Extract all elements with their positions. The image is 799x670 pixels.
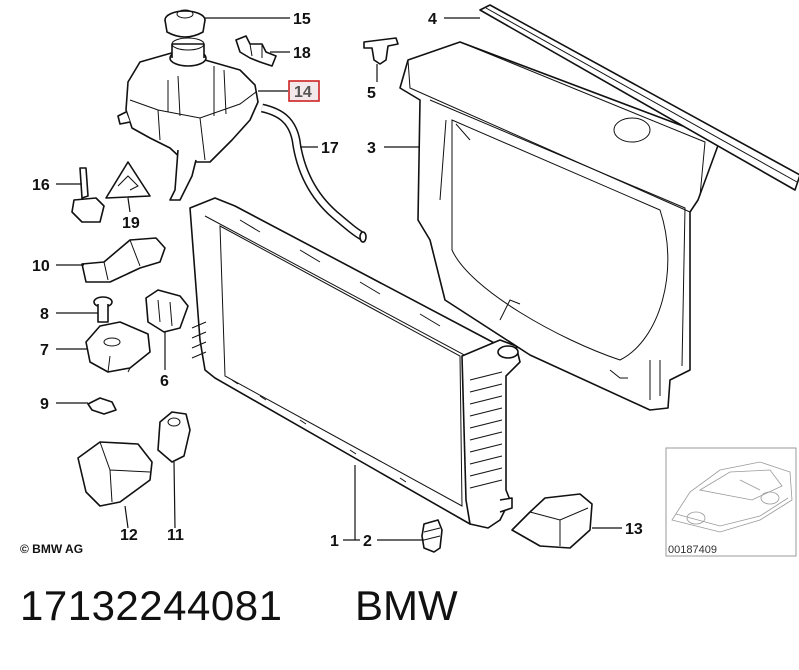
radiator <box>189 197 521 529</box>
clip-18 <box>235 35 277 67</box>
callout-14-highlight <box>288 80 320 102</box>
fan-shroud <box>399 41 721 411</box>
duct-12 <box>77 441 153 507</box>
callout-10[interactable]: 10 <box>32 258 50 275</box>
clip-9 <box>87 397 117 415</box>
push-rivet <box>363 37 399 65</box>
drain-plug <box>421 519 443 553</box>
mount-7 <box>85 321 151 373</box>
inset-car-thumbnail: 00187409 <box>665 447 797 557</box>
callout-19[interactable]: 19 <box>122 215 140 232</box>
hose-17 <box>260 103 367 243</box>
cover-11 <box>157 411 191 463</box>
callout-18[interactable]: 18 <box>293 45 311 62</box>
warning-label <box>105 161 151 199</box>
bracket-10 <box>81 237 166 283</box>
callout-17[interactable]: 17 <box>321 140 339 157</box>
callout-3[interactable]: 3 <box>367 140 376 157</box>
screw-8 <box>93 296 113 323</box>
callout-14[interactable]: 14 <box>294 84 312 101</box>
callout-5[interactable]: 5 <box>367 85 376 102</box>
callout-7[interactable]: 7 <box>40 342 49 359</box>
mount-6 <box>145 289 189 333</box>
callout-15[interactable]: 15 <box>293 11 311 28</box>
air-duct <box>511 493 593 549</box>
footer-part-number: 17132244081 <box>20 582 283 629</box>
inset-code: 00187409 <box>668 544 717 556</box>
callout-6[interactable]: 6 <box>160 373 169 390</box>
callout-8[interactable]: 8 <box>40 306 49 323</box>
callout-1[interactable]: 1 <box>330 533 339 550</box>
callouts: 15 18 14 17 4 5 3 16 19 10 8 7 6 9 12 11… <box>32 11 643 550</box>
callout-2[interactable]: 2 <box>363 533 372 550</box>
callout-12[interactable]: 12 <box>120 527 138 544</box>
callout-11[interactable]: 11 <box>167 527 184 544</box>
callout-13[interactable]: 13 <box>625 521 643 538</box>
callout-4[interactable]: 4 <box>428 11 437 28</box>
callout-9[interactable]: 9 <box>40 396 49 413</box>
seal-strip <box>479 4 799 191</box>
callout-16[interactable]: 16 <box>32 177 50 194</box>
expansion-tank <box>117 37 259 201</box>
leader-lines <box>56 17 622 541</box>
level-sensor <box>71 167 105 223</box>
copyright-text: © BMW AG <box>20 542 83 556</box>
footer-brand: BMW <box>355 582 458 629</box>
tank-cap <box>164 9 206 38</box>
